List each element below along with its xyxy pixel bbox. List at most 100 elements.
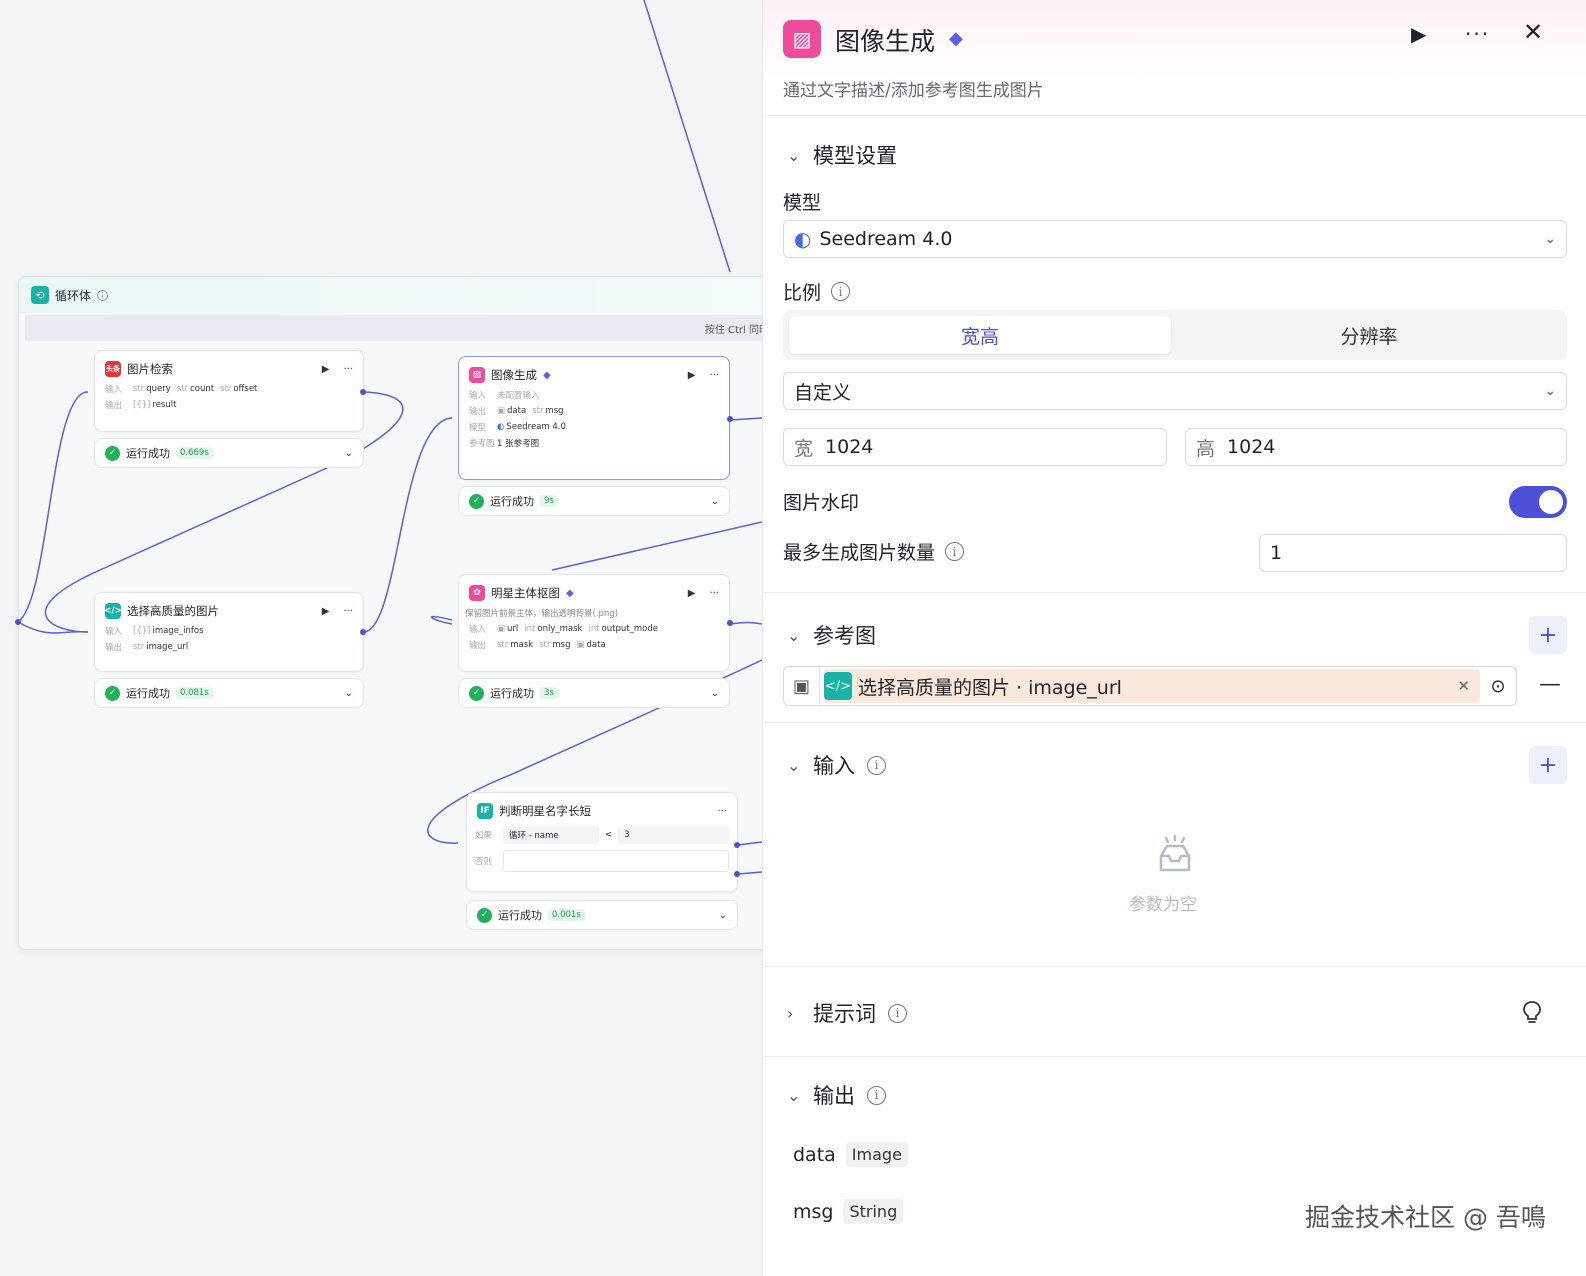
image-gen-icon: ▨ [469,367,485,383]
remove-reference-button[interactable]: — [1539,672,1561,697]
ratio-preset-select[interactable]: 自定义 ⌄ [783,372,1567,410]
chevron-down-icon: ⌄ [1544,231,1556,247]
max-count-input[interactable]: 1 [1259,534,1567,572]
loop-title: 循环体 [55,288,92,303]
duration-badge: 0.081s [176,687,213,699]
chevron-down-icon[interactable]: ⌄ [344,687,353,699]
more-icon[interactable]: ··· [717,805,727,817]
output-item: msg String [793,1199,904,1224]
duration-badge: 3s [540,687,558,699]
node-status[interactable]: ✓ 运行成功 0.081s ⌄ [94,678,364,708]
lightbulb-icon[interactable] [1521,1000,1543,1024]
chevron-right-icon: › [787,1003,794,1023]
port[interactable] [15,619,21,625]
run-icon[interactable]: ▶ [321,605,330,617]
info-icon[interactable]: i [867,1085,886,1105]
chevron-down-icon: ⌄ [787,625,801,645]
run-icon[interactable]: ▶ [687,587,696,599]
duration-badge: 0.669s [176,447,213,459]
run-icon[interactable]: ▶ [321,363,330,375]
divider [763,722,1586,723]
node-status[interactable]: ✓ 运行成功 3s ⌄ [458,678,730,708]
divider [763,592,1586,593]
run-icon[interactable]: ▶ [1411,22,1427,46]
chevron-down-icon[interactable]: ⌄ [718,909,727,921]
panel-title: 图像生成 [835,27,936,56]
width-input[interactable]: 宽 1024 [783,428,1167,466]
check-icon: ✓ [105,685,120,701]
clear-icon[interactable]: ✕ [1457,677,1470,695]
workflow-canvas[interactable]: ⟲ 循环体 i 按住 Ctrl 同时 头条 图片检索 [0,0,762,1276]
reference-variable-chip[interactable]: </> 选择高质量的图片 · image_url ✕ [824,669,1480,703]
section-model-settings[interactable]: ⌄ 模型设置 [787,144,897,168]
empty-state-text: 参数为空 [1129,895,1197,915]
port[interactable] [360,629,366,635]
chevron-down-icon: ⌄ [1544,383,1556,399]
chevron-down-icon[interactable]: ⌄ [344,447,353,459]
loop-icon: ⟲ [31,286,49,304]
port[interactable] [734,842,740,848]
port[interactable] [727,416,733,422]
tab-resolution[interactable]: 分辨率 [1340,325,1398,348]
model-select[interactable]: ◐ Seedream 4.0 ⌄ [783,220,1567,258]
node-title: 明星主体抠图 [491,586,560,600]
section-output[interactable]: ⌄ 输出 i [787,1080,886,1110]
reference-image-field[interactable]: ▣ </> 选择高质量的图片 · image_url ✕ ⊙ [783,666,1517,706]
chevron-down-icon[interactable]: ⌄ [710,687,719,699]
section-prompt[interactable]: › 提示词 i [787,998,907,1028]
node-status[interactable]: ✓ 运行成功 9s ⌄ [458,486,730,516]
node-inputs: 输入 [{}]image_infos [105,626,204,637]
node-title: 选择高质量的图片 [127,604,219,618]
add-reference-button[interactable]: + [1529,616,1567,654]
seedream-logo-icon: ◐ [794,227,812,251]
node-status[interactable]: ✓ 运行成功 0.669s ⌄ [94,438,364,468]
port[interactable] [727,620,733,626]
info-icon[interactable]: i [831,282,851,301]
close-icon[interactable]: ✕ [1523,18,1544,46]
node-settings-panel: ▨ 图像生成 ◆ ▶ ··· ✕ 通过文字描述/添加参考图生成图片 ⌄ 模型设置… [762,0,1586,1276]
variable-icon[interactable]: ⊙ [1490,675,1506,697]
node-condition[interactable]: IF 判断明星名字长短 ··· 如果 循环 - name < 3 否则 [466,792,738,892]
section-reference[interactable]: ⌄ 参考图 [787,624,876,648]
more-icon[interactable]: ··· [709,587,719,599]
node-description: 保留图片前景主体，输出透明背景(.png) [465,609,619,619]
node-title: 判断明星名字长短 [499,804,591,818]
loop-hint: 按住 Ctrl 同时 [704,325,762,336]
more-icon[interactable]: ··· [343,605,353,617]
port[interactable] [734,871,740,877]
premium-icon: ◆ [543,369,551,381]
more-icon[interactable]: ··· [709,369,719,381]
info-icon[interactable]: i [888,1003,907,1023]
node-image-generation[interactable]: ▨ 图像生成 ◆ ▶ ··· 输入 未配置输入 输出 ▣msgdata strm… [458,356,730,480]
toutiao-icon: 头条 [105,361,121,377]
watermark-toggle[interactable] [1509,486,1567,518]
info-icon[interactable]: i [867,755,886,775]
chevron-down-icon: ⌄ [787,145,801,165]
info-icon[interactable]: i [97,289,109,301]
node-matting[interactable]: ✿ 明星主体抠图 ◆ ▶ ··· 保留图片前景主体，输出透明背景(.png) 输… [458,574,730,672]
node-status[interactable]: ✓ 运行成功 0.001s ⌄ [466,900,738,930]
chevron-down-icon: ⌄ [787,755,801,775]
check-icon: ✓ [469,685,484,701]
more-icon[interactable]: ··· [343,363,353,375]
node-header: IF 判断明星名字长短 ··· [467,793,737,823]
more-icon[interactable]: ··· [1465,22,1491,46]
chevron-down-icon[interactable]: ⌄ [710,495,719,507]
ratio-mode-tabs: 宽高 分辨率 [783,310,1567,360]
tab-width-height[interactable]: 宽高 [789,316,1171,354]
port[interactable] [360,389,366,395]
premium-icon: ◆ [566,587,574,599]
premium-icon: ◆ [949,28,963,49]
info-icon[interactable]: i [945,542,965,561]
node-outputs: 输出 [{}]result [105,400,177,411]
section-input[interactable]: ⌄ 输入 i [787,750,886,780]
output-item: data Image [793,1142,908,1167]
height-input[interactable]: 高 1024 [1185,428,1567,466]
code-icon: </> [104,603,122,619]
run-icon[interactable]: ▶ [687,369,696,381]
node-header: ✿ 明星主体抠图 ◆ ▶ ··· [459,575,729,605]
duration-badge: 9s [540,495,558,507]
add-input-button[interactable]: + [1529,746,1567,784]
node-select-image[interactable]: </> 选择高质量的图片 ▶ ··· 输入 [{}]image_infos 输出… [94,592,364,672]
